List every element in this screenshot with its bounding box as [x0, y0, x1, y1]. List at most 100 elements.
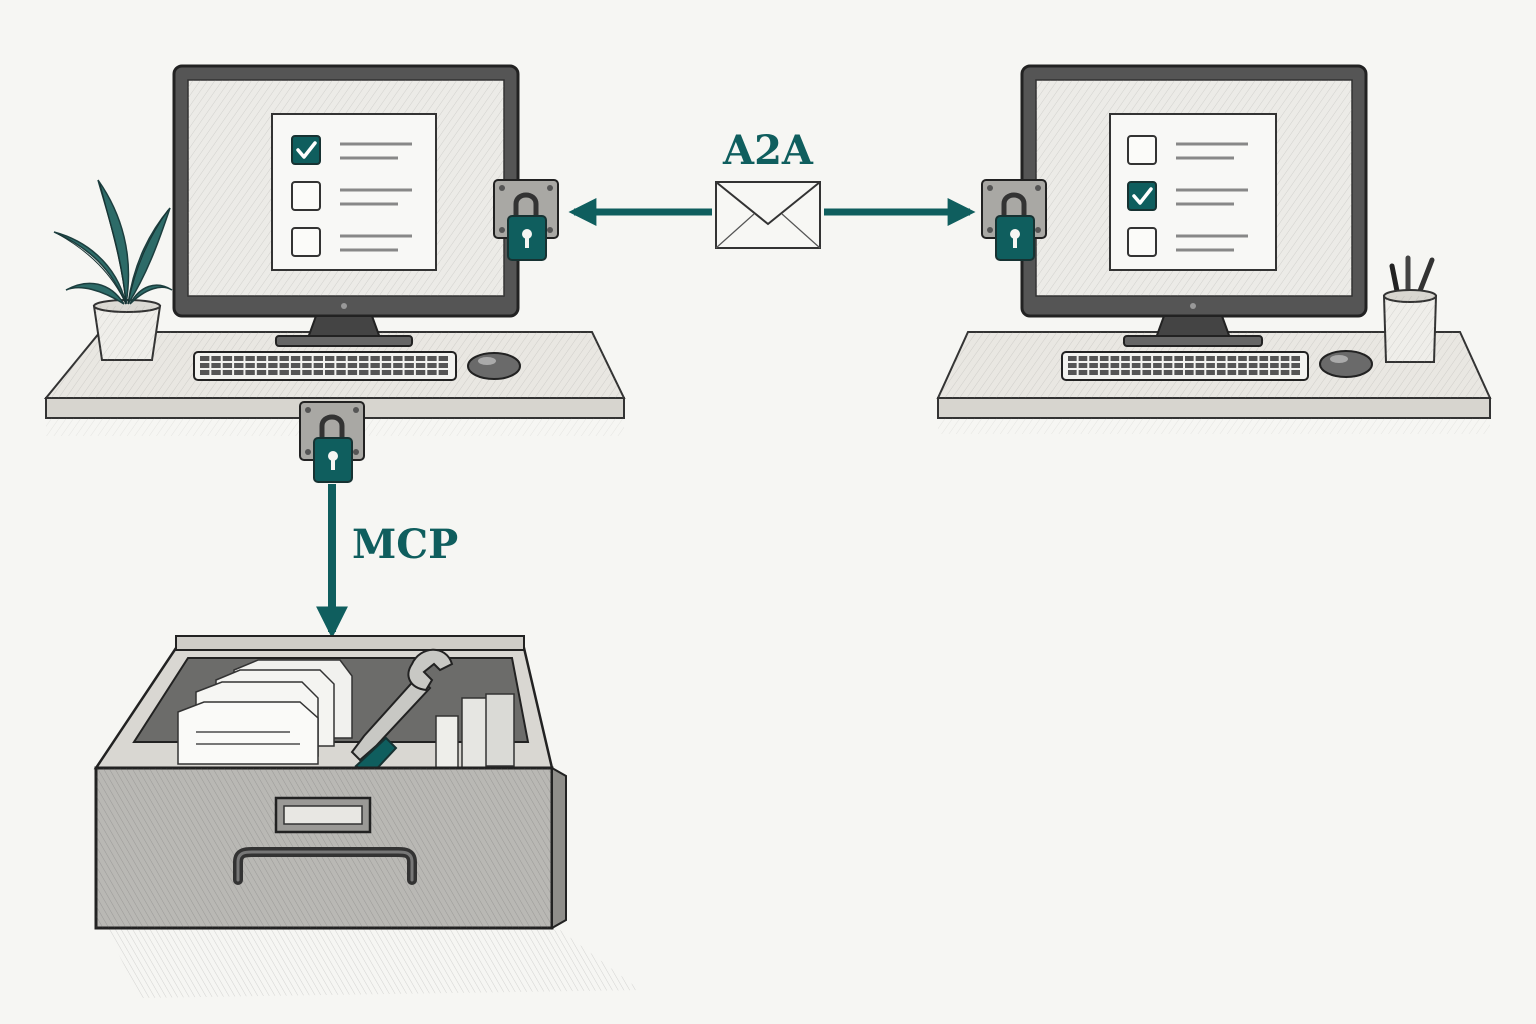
keyboard-key: [1216, 363, 1226, 368]
keyboard-key: [1270, 370, 1279, 375]
keyboard-key: [200, 363, 210, 368]
keyboard-key: [1174, 370, 1183, 375]
padlock-icon: [299, 401, 365, 483]
keyboard-key: [1174, 363, 1183, 368]
keyboard-key: [302, 363, 312, 368]
keyboard-key: [359, 363, 369, 368]
keyboard-key: [279, 370, 289, 375]
keyboard-key: [290, 363, 301, 368]
envelope-icon: [715, 181, 821, 249]
keyboard-key: [415, 356, 426, 361]
books: [435, 693, 515, 769]
keyboard-key: [404, 370, 414, 375]
keyboard-key: [1259, 370, 1269, 375]
file-drawer-icon: [93, 635, 640, 998]
keyboard-key: [1185, 370, 1194, 375]
keyboard-key: [1099, 356, 1109, 361]
keyboard-key: [1259, 363, 1269, 368]
keyboard-key: [1291, 363, 1300, 368]
keyboard-key: [256, 363, 267, 368]
left-checklist-window: [271, 113, 437, 271]
keyboard-key: [325, 370, 335, 375]
keyboard-key: [427, 356, 437, 361]
keyboard-key: [1131, 370, 1141, 375]
keyboard-key: [1206, 370, 1215, 375]
keyboard-key: [1110, 370, 1120, 375]
keyboard-key: [370, 370, 380, 375]
keyboard-key: [1078, 363, 1088, 368]
keyboard-key: [393, 370, 403, 375]
keyboard-key: [325, 363, 335, 368]
mcp-label: MCP: [352, 521, 458, 568]
keyboard-key: [325, 356, 335, 361]
keyboard-key: [404, 356, 414, 361]
keyboard-key: [393, 363, 403, 368]
checklist-item: [1127, 181, 1248, 211]
keyboard-key: [302, 370, 312, 375]
keyboard-key: [211, 363, 221, 368]
keyboard-key: [234, 356, 244, 361]
keyboard-key: [1110, 356, 1120, 361]
keyboard-key: [1068, 363, 1077, 368]
right-checklist-window: [1109, 113, 1277, 271]
keyboard-key: [1153, 370, 1162, 375]
checklist-item: [1127, 135, 1248, 165]
keyboard-key: [1099, 363, 1109, 368]
keyboard-key: [381, 356, 392, 361]
keyboard-key: [234, 363, 244, 368]
keyboard-key: [1248, 370, 1258, 375]
keyboard-key: [268, 370, 278, 375]
right-workstation: [936, 64, 1492, 434]
padlock-icon: [981, 179, 1047, 261]
keyboard-key: [1280, 363, 1290, 368]
keyboard-key: [381, 370, 392, 375]
keyboard-key: [222, 370, 233, 375]
keyboard-key: [200, 370, 210, 375]
keyboard-key: [1280, 356, 1290, 361]
keyboard-key: [268, 363, 278, 368]
a2a-label: A2A: [722, 127, 814, 174]
keyboard-key: [336, 356, 346, 361]
keyboard-key: [1227, 363, 1237, 368]
checkbox-empty-icon: [291, 181, 321, 211]
keyboard-key: [313, 370, 323, 375]
keyboard-key: [438, 370, 448, 375]
keyboard-key: [1153, 356, 1162, 361]
keyboard-key: [1248, 363, 1258, 368]
keyboard-key: [1142, 370, 1152, 375]
keyboard-key: [370, 356, 380, 361]
checkbox-checked-icon: [291, 135, 321, 165]
keyboard-key: [222, 363, 233, 368]
keyboard-key: [415, 363, 426, 368]
keyboard-key: [211, 356, 221, 361]
keyboard-key: [415, 370, 426, 375]
keyboard-key: [370, 363, 380, 368]
keyboard-key: [1110, 363, 1120, 368]
keyboard-key: [313, 356, 323, 361]
keyboard-key: [245, 363, 255, 368]
keyboard-key: [427, 363, 437, 368]
keyboard-key: [1089, 356, 1098, 361]
keyboard-key: [290, 356, 301, 361]
keyboard-key: [1163, 363, 1173, 368]
keyboard-key: [1248, 356, 1258, 361]
checkbox-empty-icon: [291, 227, 321, 257]
keyboard-key: [1089, 370, 1098, 375]
keyboard-key: [1270, 356, 1279, 361]
keyboard-key: [1185, 363, 1194, 368]
keyboard-key: [381, 363, 392, 368]
keyboard-key: [1227, 356, 1237, 361]
checklist-item: [291, 227, 412, 257]
checklist-item: [1127, 227, 1248, 257]
keyboard-key: [1238, 370, 1247, 375]
keyboard-key: [1153, 363, 1162, 368]
keyboard-key: [1259, 356, 1269, 361]
keyboard-key: [1163, 370, 1173, 375]
file-folders: [177, 659, 353, 765]
keyboard-key: [1121, 370, 1130, 375]
keyboard-key: [313, 363, 323, 368]
keyboard-key: [1163, 356, 1173, 361]
keyboard-key: [336, 363, 346, 368]
keyboard-key: [1195, 370, 1205, 375]
keyboard-key: [1280, 370, 1290, 375]
